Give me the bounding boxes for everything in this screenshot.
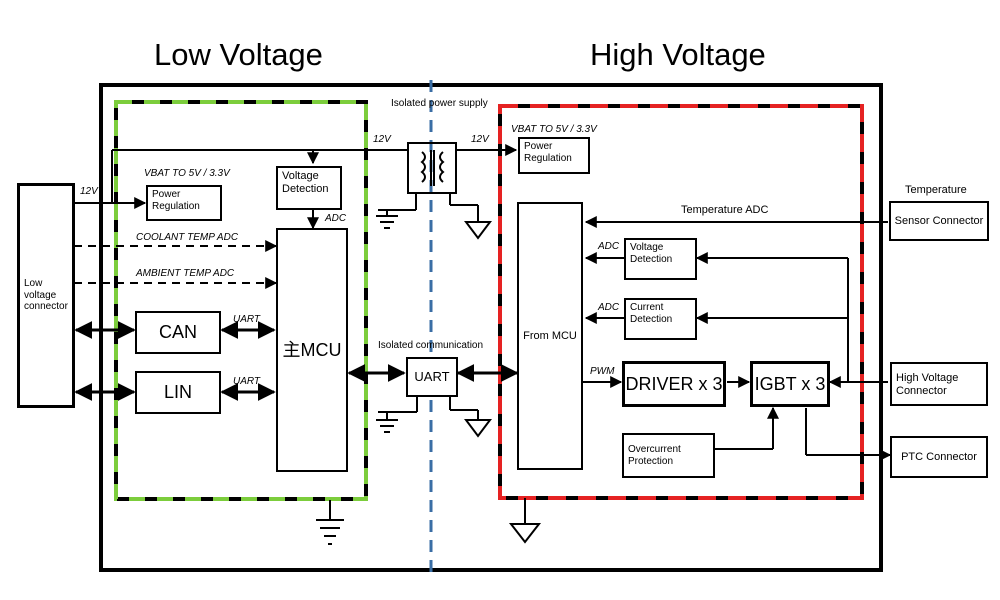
low-voltage-title: Low Voltage [154,37,323,72]
low-12v-rail [74,149,408,230]
high-voltage-zone-boundary [498,104,864,500]
temperature-label: Temperature [905,184,967,196]
low-voltage-detection-block: Voltage Detection [276,166,342,210]
ptc-connector: PTC Connector [890,436,988,478]
high-voltage-connector: High Voltage Connector [890,362,988,406]
low-power-regulation-block: Power Regulation [146,185,222,221]
can-lin-buses [74,321,276,401]
coolant-temp-adc-label: COOLANT TEMP ADC [136,232,239,243]
low-adc-label: ADC [325,213,347,224]
high-current-adc-label: ADC [598,302,620,313]
isolated-communication-label: Isolated communication [378,340,484,351]
driver-block: DRIVER x 3 [622,361,726,407]
main-mcu-block: 主MCU [276,228,348,472]
high-voltage-detection-block: Voltage Detection [624,238,697,280]
current-detection-block: Current Detection [624,298,697,340]
low-voltage-zone-boundary [114,100,368,501]
high-vbat-note: VBAT TO 5V / 3.3V [511,124,597,135]
can-uart-label: UART [233,314,261,325]
high-side-signals [583,216,892,461]
sensor-connector: Sensor Connector [889,201,989,241]
low-vbat-note: VBAT TO 5V / 3.3V [144,168,230,179]
igbt-block: IGBT x 3 [750,361,830,407]
ground-symbols [316,209,542,545]
lin-uart-label: UART [233,376,261,387]
low-voltage-connector: Low voltage connector [17,183,75,408]
can-transceiver-block: CAN [135,311,221,354]
from-mcu-block: From MCU [517,202,583,470]
pwm-label: PWM [590,366,615,377]
rail-12v-label-transformer-out: 12V [471,134,489,145]
lin-transceiver-block: LIN [135,371,221,414]
temp-adc-lines [74,240,278,289]
ambient-temp-adc-label: AMBIENT TEMP ADC [136,268,235,279]
isolated-transformer [407,142,518,222]
isolated-uart-block: UART [406,357,458,397]
rail-12v-label-input: 12V [80,186,98,197]
rail-12v-label-transformer-in: 12V [373,134,391,145]
temperature-adc-label: Temperature ADC [681,204,769,216]
overcurrent-protection-block: Overcurrent Protection [622,433,715,478]
high-voltage-adc-label: ADC [598,241,620,252]
high-power-regulation-block: Power Regulation [518,137,590,174]
high-voltage-title: High Voltage [590,37,766,72]
isolated-power-supply-label: Isolated power supply [391,98,488,109]
uart-ground-leads [416,397,479,420]
low-voltage-connector-label: Low voltage connector [24,278,68,313]
